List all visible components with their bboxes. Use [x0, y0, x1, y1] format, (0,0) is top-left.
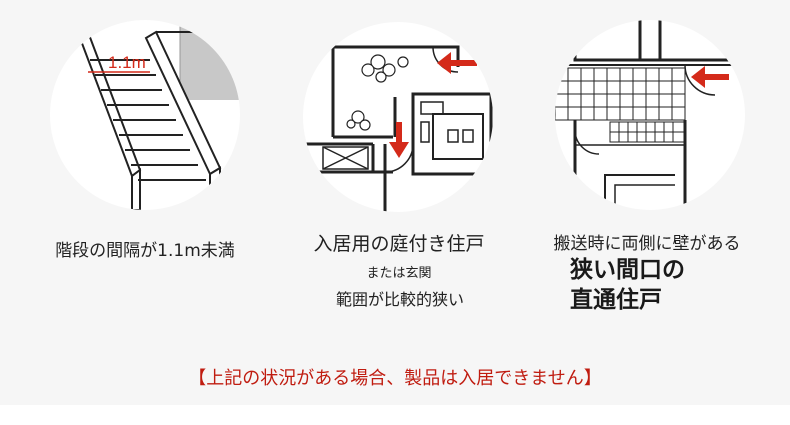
- narrow-entrance-line1: 狭い間口の: [570, 257, 685, 283]
- narrow-range-caption: 範囲が比較的狭い: [335, 290, 464, 309]
- floor-plan-icon: [303, 45, 493, 212]
- garden-unit-caption: 入居用の庭付き住戸: [313, 233, 485, 255]
- stairs-illustration: 1.1m: [50, 20, 240, 210]
- floorplan-illustration: [303, 22, 493, 212]
- narrow-entrance-line2: 直通住戸: [570, 287, 662, 313]
- entrance-subcaption: または玄関: [366, 266, 432, 281]
- stairs-width-label: 1.1m: [108, 53, 146, 72]
- staircase-icon: 1.1m: [78, 20, 240, 210]
- corridor-caption: 搬送時に両側に壁がある: [553, 234, 741, 254]
- stairs-caption: 階段の間隔が1.1m未満: [55, 241, 235, 261]
- corridor-illustration: [555, 20, 745, 210]
- product-notice-panel: 1.1m: [50, 20, 745, 389]
- corridor-plan-icon: [555, 20, 745, 210]
- not-deliverable-notice: 【上記の状況がある場合、製品は入居できません】: [188, 368, 602, 389]
- narrow-entrance-caption: 狭い間口の 直通住戸: [570, 255, 730, 315]
